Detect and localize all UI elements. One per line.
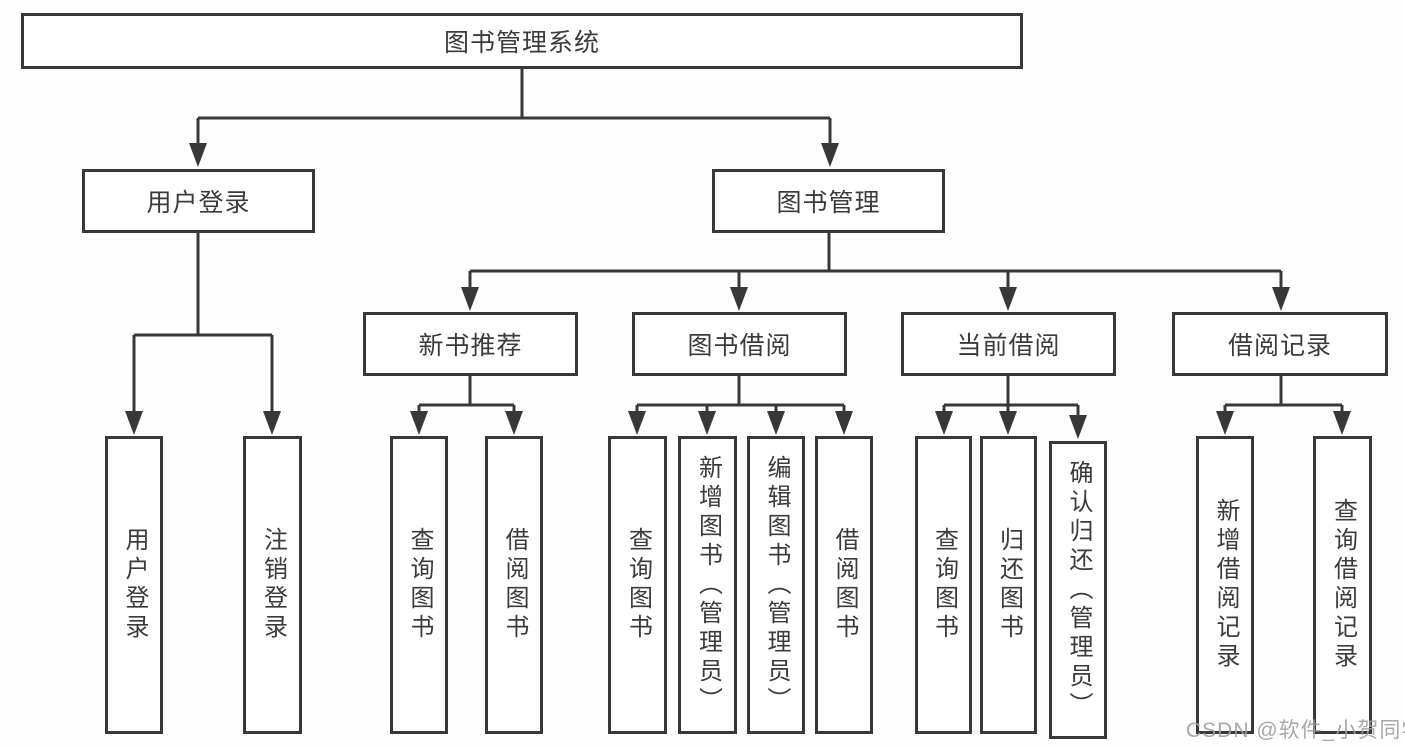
node-leaf-return-book: 归还图书 bbox=[980, 436, 1037, 734]
node-root: 图书管理系统 bbox=[21, 13, 1023, 69]
node-new-book-recommend: 新书推荐 bbox=[363, 312, 578, 376]
node-leaf-confirm-return-admin: 确认归还（管理员） bbox=[1049, 441, 1107, 739]
node-leaf-logout-label: 注销登录 bbox=[259, 527, 287, 643]
node-leaf-edit-book-admin: 编辑图书（管理员） bbox=[747, 436, 805, 734]
node-user-login-branch: 用户登录 bbox=[82, 169, 315, 233]
node-borrow-records: 借阅记录 bbox=[1172, 312, 1388, 376]
node-book-management: 图书管理 bbox=[712, 169, 945, 233]
node-leaf-edit-book-admin-label: 编辑图书（管理员） bbox=[763, 454, 790, 716]
node-leaf-add-borrow-record: 新增借阅记录 bbox=[1196, 436, 1254, 734]
node-leaf-borrow-books-label: 借阅图书 bbox=[831, 527, 858, 643]
node-leaf-logout: 注销登录 bbox=[243, 436, 302, 734]
node-leaf-add-book-admin-label: 新增图书（管理员） bbox=[694, 454, 722, 716]
node-leaf-query-books-recommend: 查询图书 bbox=[390, 436, 448, 734]
node-book-borrow: 图书借阅 bbox=[632, 312, 847, 376]
node-leaf-borrow-books-recommend-label: 借阅图书 bbox=[501, 527, 528, 643]
node-leaf-borrow-books-recommend: 借阅图书 bbox=[485, 436, 543, 734]
node-leaf-confirm-return-admin-label: 确认归还（管理员） bbox=[1065, 459, 1092, 721]
node-leaf-return-book-label: 归还图书 bbox=[995, 527, 1023, 643]
node-leaf-user-login-label: 用户登录 bbox=[121, 527, 148, 643]
node-current-borrow: 当前借阅 bbox=[901, 312, 1116, 376]
node-leaf-query-books-current: 查询图书 bbox=[915, 436, 972, 734]
node-leaf-user-login: 用户登录 bbox=[105, 436, 163, 734]
node-leaf-query-books-recommend-label: 查询图书 bbox=[406, 527, 433, 643]
node-leaf-add-borrow-record-label: 新增借阅记录 bbox=[1212, 498, 1239, 672]
node-leaf-query-books-current-label: 查询图书 bbox=[930, 527, 958, 643]
arrowheads bbox=[125, 143, 1351, 439]
watermark: CSDN @软件_小贺同学 bbox=[1186, 719, 1405, 742]
node-leaf-query-borrow-record: 查询借阅记录 bbox=[1313, 436, 1372, 734]
node-leaf-query-borrow-record-label: 查询借阅记录 bbox=[1329, 498, 1357, 672]
node-leaf-query-books-borrow-label: 查询图书 bbox=[624, 527, 652, 643]
node-leaf-borrow-books: 借阅图书 bbox=[815, 436, 873, 734]
node-leaf-add-book-admin: 新增图书（管理员） bbox=[678, 436, 737, 734]
node-leaf-query-books-borrow: 查询图书 bbox=[608, 436, 667, 734]
